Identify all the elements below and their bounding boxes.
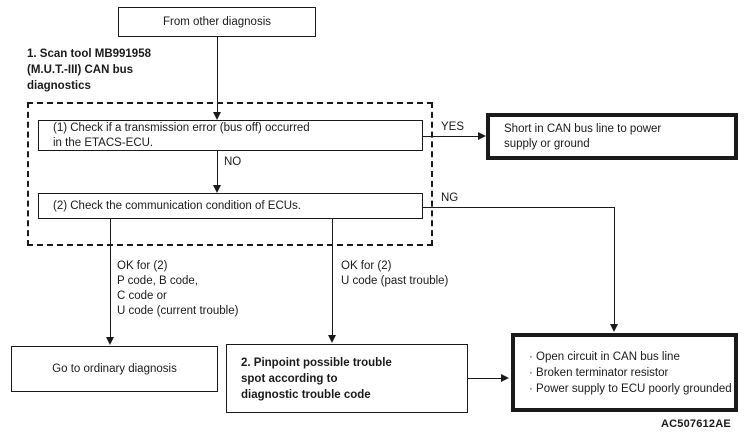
node-ordinary-diagnosis: Go to ordinary diagnosis (11, 346, 218, 392)
node-pinpoint-label: 2. Pinpoint possible trouble spot accord… (241, 356, 392, 401)
node-short-result-label: Short in CAN bus line to power supply or… (504, 122, 662, 150)
edge-label-ng: NG (441, 192, 459, 204)
connector-step1-yes (423, 136, 480, 137)
arrowhead-step1-yes (478, 131, 486, 140)
arrowhead-start-to-step1 (212, 112, 221, 120)
node-pinpoint: 2. Pinpoint possible trouble spot accord… (226, 344, 468, 413)
node-ordinary-diagnosis-label: Go to ordinary diagnosis (52, 362, 177, 375)
arrowhead-step2-to-ordinary (105, 337, 114, 345)
scan-tool-group-boundary (27, 102, 433, 246)
connector-pinpoint-to-causes (468, 378, 503, 379)
edge-label-yes: YES (441, 121, 465, 133)
node-short-result: Short in CAN bus line to power supply or… (486, 113, 738, 160)
arrowhead-pinpoint-to-causes (501, 373, 509, 382)
edge-label-ok-left: OK for (2) P code, B code, C code or U c… (117, 260, 239, 317)
edge-label-ok-mid: OK for (2) U code (past trouble) (341, 260, 449, 287)
connector-start-to-step1 (217, 37, 218, 113)
connector-step1-to-step2 (217, 151, 218, 186)
arrowhead-step1-to-step2 (212, 185, 221, 193)
figure-code: AC507612AE (661, 418, 731, 430)
arrowhead-step2-to-pinpoint (327, 335, 336, 343)
node-start: From other diagnosis (118, 7, 316, 37)
node-step2-label: (2) Check the communication condition of… (53, 199, 301, 212)
connector-step2-to-pinpoint (332, 219, 333, 336)
node-start-label: From other diagnosis (162, 15, 272, 28)
connector-step2-to-ordinary (110, 219, 111, 338)
node-step2: (2) Check the communication condition of… (38, 193, 423, 219)
node-causes-label: · Open circuit in CAN bus line · Broken … (529, 350, 732, 395)
section-heading: 1. Scan tool MB991958 (M.U.T.-III) CAN b… (27, 48, 151, 92)
connector-step2-ng-horizontal (423, 207, 615, 208)
node-step1-label: (1) Check if a transmission error (bus o… (53, 121, 310, 149)
arrowhead-ng-to-causes (609, 324, 618, 332)
node-step1: (1) Check if a transmission error (bus o… (38, 120, 423, 151)
edge-label-no: NO (224, 156, 242, 168)
node-causes: · Open circuit in CAN bus line · Broken … (511, 333, 738, 412)
connector-step2-ng-vertical (614, 207, 615, 325)
